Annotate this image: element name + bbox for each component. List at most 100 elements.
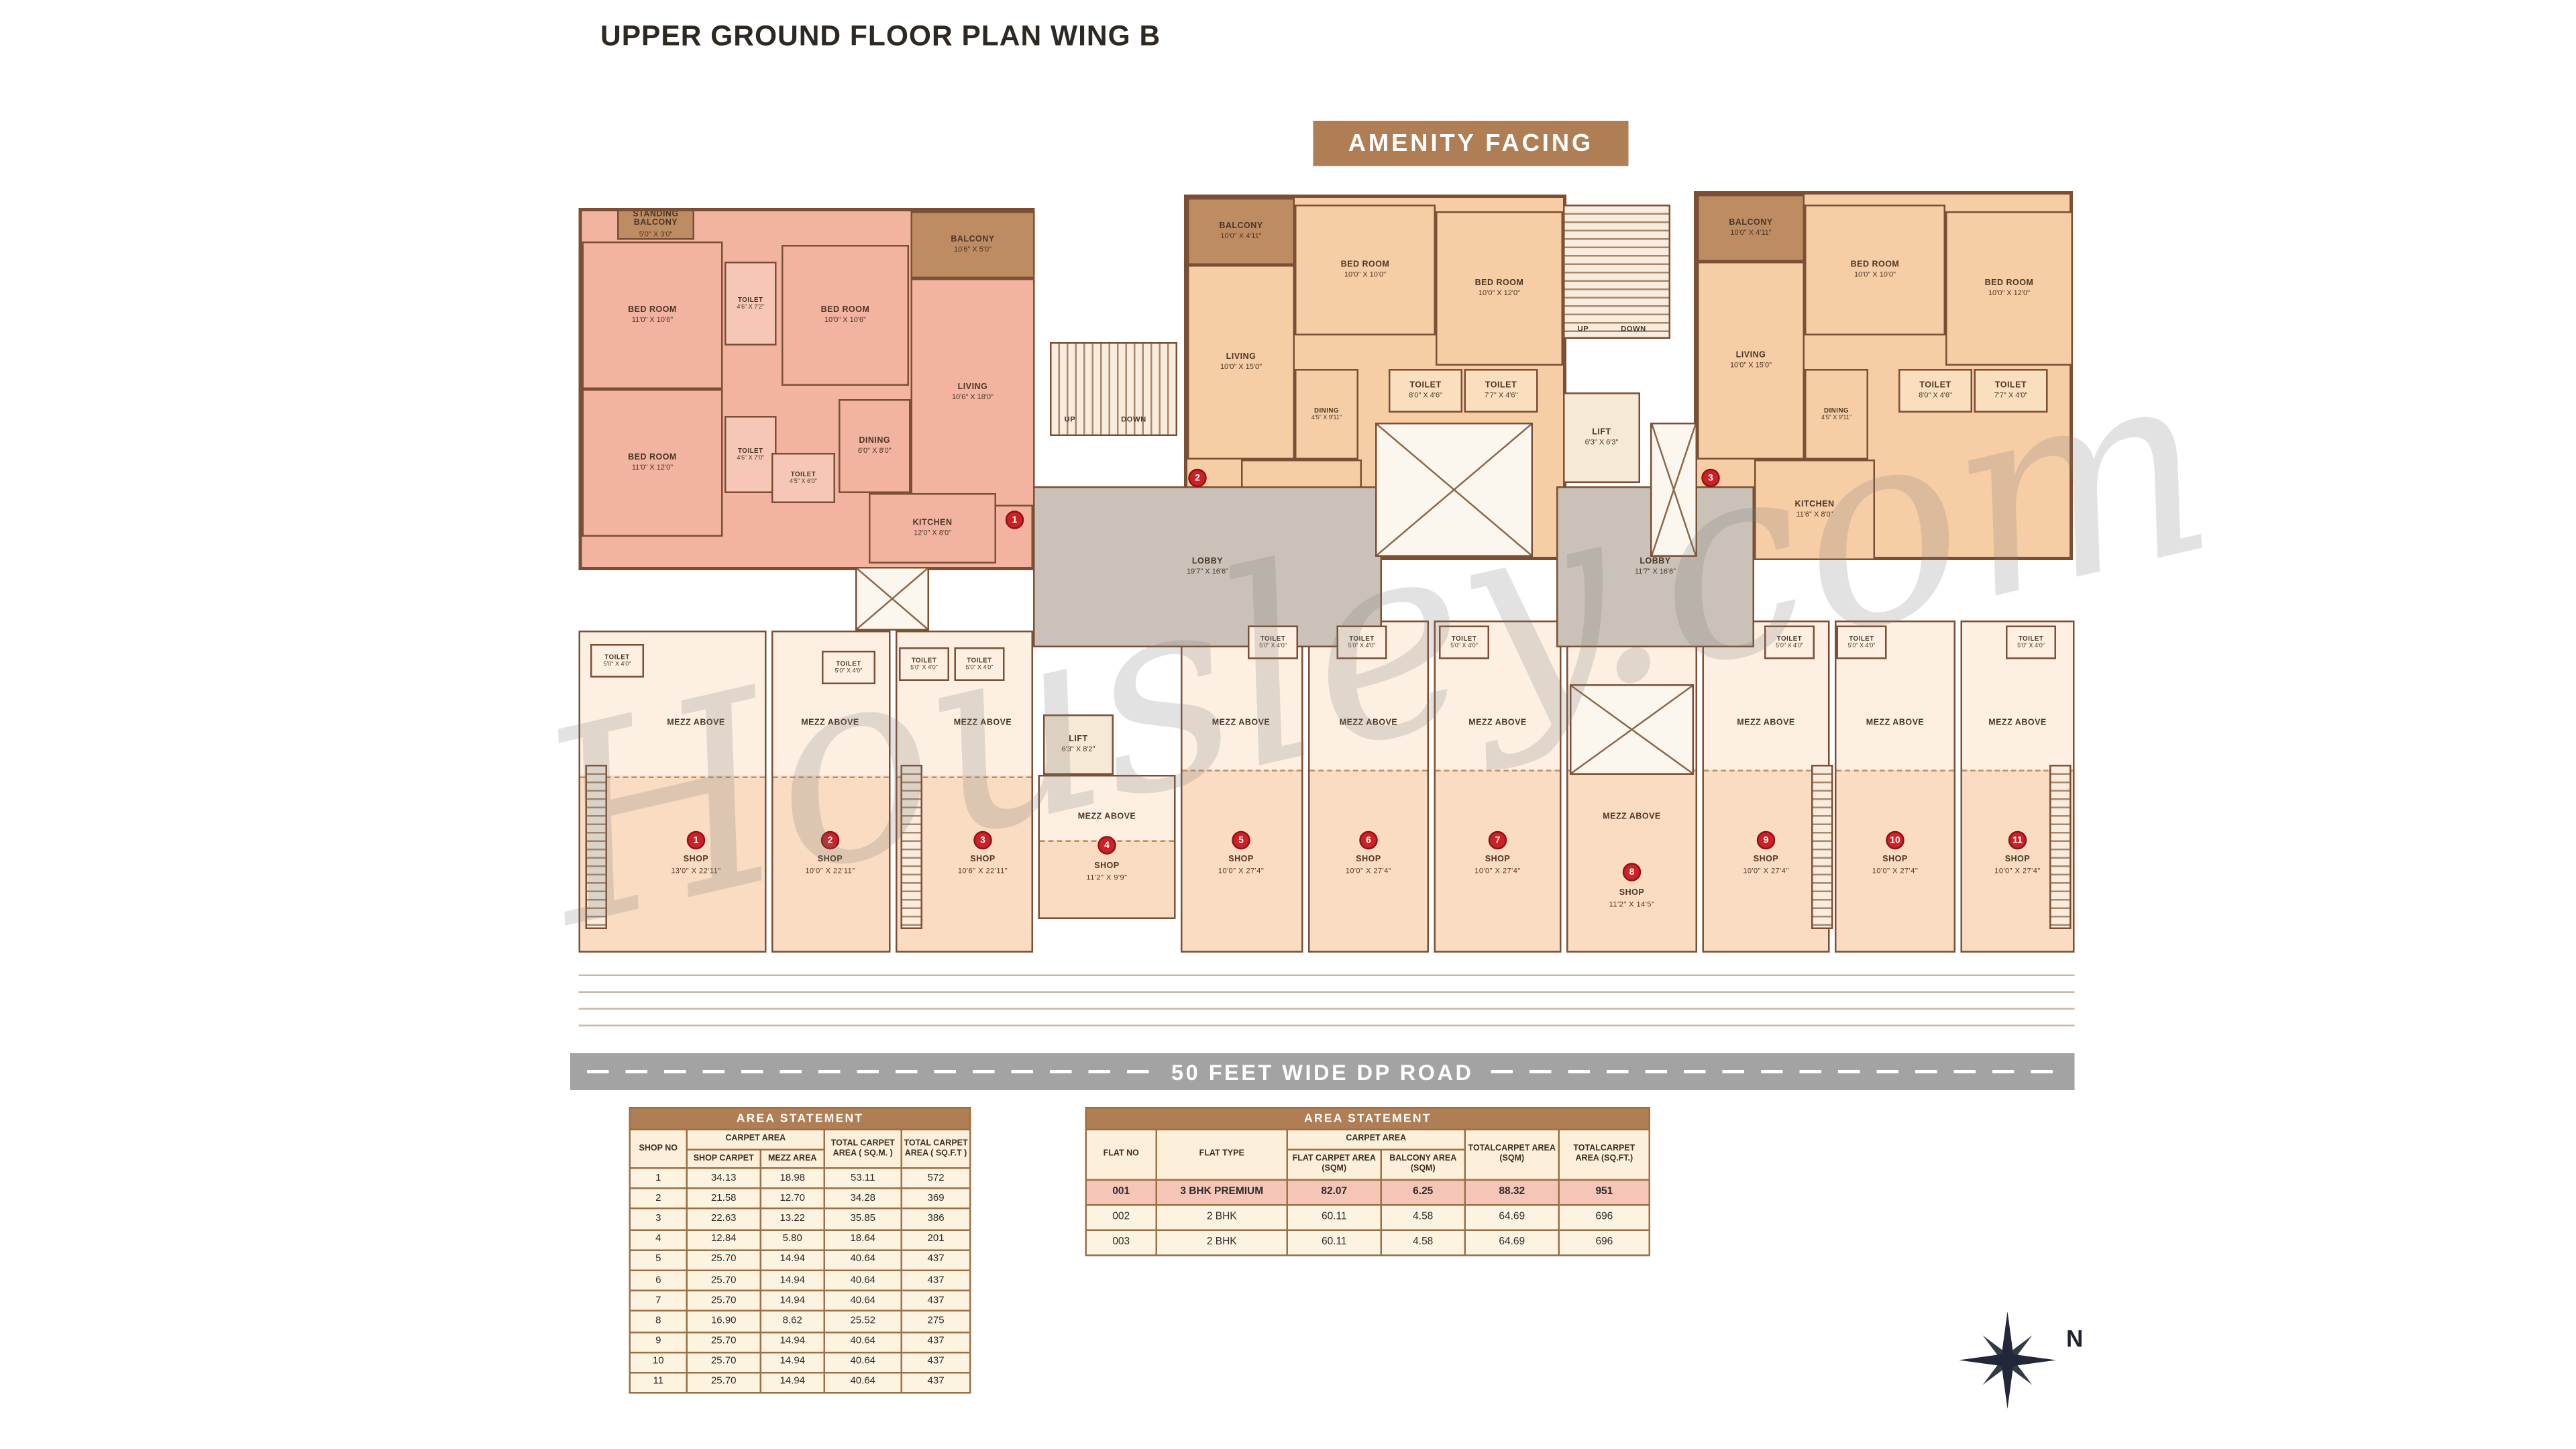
shaft-core-1: [1375, 423, 1533, 557]
flat-table-cell: 82.07: [1286, 1178, 1382, 1205]
shop-area-statement-table: AREA STATEMENT SHOP NO CARPET AREA TOTAL…: [629, 1107, 971, 1394]
shop-marker-9: 9: [1756, 830, 1776, 850]
terrace-steps: [578, 959, 2075, 1036]
mezz-9: MEZZ ABOVE: [1737, 718, 1795, 729]
shop-table-cell: 25.70: [686, 1371, 761, 1394]
shop-marker-10: 10: [1886, 830, 1904, 850]
carpet-area-group-header: CARPET AREA: [686, 1128, 825, 1150]
shop-table-cell: 25.70: [686, 1351, 761, 1374]
shop-table-cell: 8.62: [759, 1310, 825, 1333]
mezz-5: MEZZ ABOVE: [1212, 718, 1271, 729]
flat-table-cell: 2 BHK: [1155, 1229, 1288, 1256]
shop-marker-5: 5: [1232, 830, 1250, 850]
shop-table-cell: 13.22: [759, 1208, 825, 1230]
shop-table-cell: 437: [900, 1269, 971, 1292]
shop-8: [1566, 621, 1697, 953]
shop-table-cell: 40.64: [823, 1269, 902, 1292]
shop-table-header-row-1: SHOP NO CARPET AREA TOTAL CARPET AREA ( …: [629, 1128, 971, 1169]
mezz-3: MEZZ ABOVE: [953, 718, 1012, 729]
mezz-10: MEZZ ABOVE: [1866, 718, 1925, 729]
shop-table-cell: 11: [629, 1371, 688, 1394]
flat-marker-1: 1: [1005, 511, 1024, 529]
shop-table-title: AREA STATEMENT: [629, 1107, 971, 1130]
shop-table-cell: 18.64: [823, 1228, 902, 1251]
shop-table-cell: 10: [629, 1351, 688, 1374]
shop-table-cell: 6: [629, 1269, 688, 1292]
shop-table-cell: 437: [900, 1330, 971, 1353]
flat-table-cell: 64.69: [1464, 1203, 1560, 1231]
shop-table-cell: 14.94: [759, 1248, 825, 1271]
shop-marker-7: 7: [1488, 830, 1507, 850]
flat-table-header-row-2: FLAT CARPET AREA (SQM) BALCONY AREA (SQM…: [1086, 1148, 1650, 1180]
shop-table-cell: 14.94: [759, 1351, 825, 1374]
shop-table-cell: 40.64: [823, 1371, 902, 1394]
shop-table-cell: 18.98: [759, 1167, 825, 1189]
shop-table-cell: 53.11: [823, 1167, 902, 1189]
down-2: DOWN: [1621, 324, 1646, 333]
flat-table-cell: 60.11: [1286, 1203, 1382, 1231]
flat-table-cell: 003: [1085, 1229, 1157, 1256]
mezz-6: MEZZ ABOVE: [1339, 718, 1398, 729]
flat-total-carpet-sqm-header: TOTALCARPET AREA (SQM): [1464, 1128, 1560, 1180]
stair-2: [1563, 205, 1670, 339]
shop-table-cell: 40.64: [823, 1289, 902, 1312]
flat-table-cell: 696: [1558, 1203, 1651, 1231]
shop-table-cell: 40.64: [823, 1330, 902, 1353]
flat-table-cell: 001: [1085, 1178, 1157, 1205]
road-dash-left: [587, 1069, 1155, 1074]
shop-table-cell: 40.64: [823, 1351, 902, 1374]
flat-type-header: FLAT TYPE: [1155, 1128, 1288, 1180]
mezz-area-header: MEZZ AREA: [759, 1148, 825, 1169]
shop-table-cell: 9: [629, 1330, 688, 1353]
shop-table-cell: 5.80: [759, 1228, 825, 1251]
shop-table-cell: 369: [900, 1187, 971, 1210]
shop-1: [578, 631, 767, 953]
mezz-1: MEZZ ABOVE: [667, 718, 725, 729]
down-1: DOWN: [1121, 415, 1146, 424]
shop-marker-4: 4: [1097, 836, 1116, 855]
shop-7: [1434, 621, 1562, 953]
shop-table-cell: 2: [629, 1187, 688, 1210]
flat-area-statement-table: AREA STATEMENT FLAT NO FLAT TYPE CARPET …: [1085, 1107, 1651, 1256]
shop-table-header-row-2: SHOP CARPET MEZZ AREA: [630, 1148, 971, 1169]
page-title: UPPER GROUND FLOOR PLAN WING B: [600, 20, 1161, 52]
shop-table-cell: 21.58: [686, 1187, 761, 1210]
flat-table-cell: 696: [1558, 1229, 1651, 1256]
flat-table-cell: 60.11: [1286, 1229, 1382, 1256]
shop-table-cell: 16.90: [686, 1310, 761, 1333]
shop-6: [1308, 621, 1429, 953]
shop-table-cell: 437: [900, 1248, 971, 1271]
